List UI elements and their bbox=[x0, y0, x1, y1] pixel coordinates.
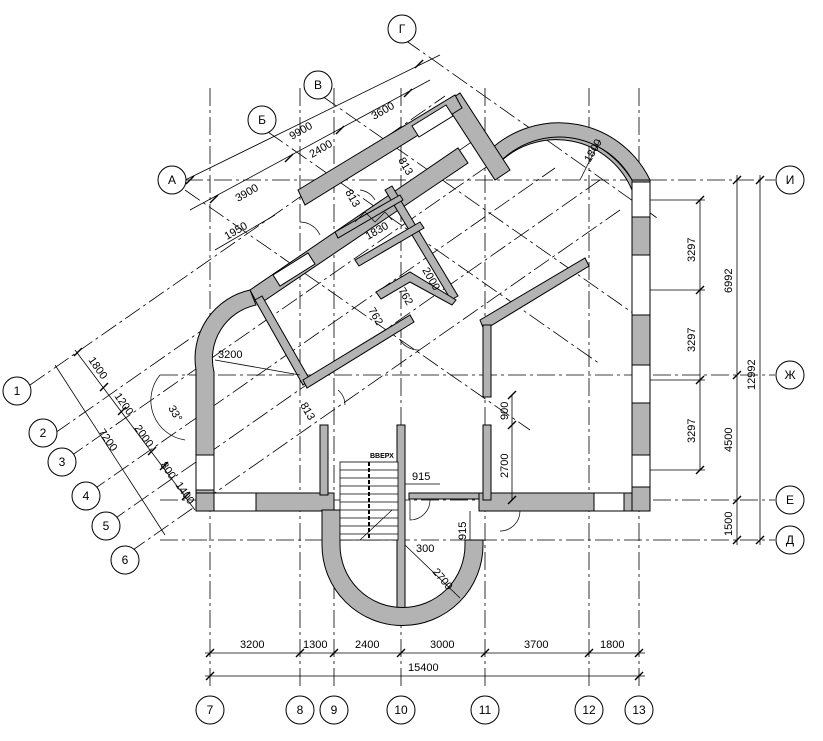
dim-1300: 1300 bbox=[303, 639, 327, 651]
dim-3000: 3000 bbox=[430, 639, 454, 651]
dim-2000-left: 2000 bbox=[132, 423, 156, 450]
svg-text:7: 7 bbox=[207, 703, 214, 717]
dim-3200-radius: 3200 bbox=[218, 349, 242, 361]
bubble-13: 13 bbox=[624, 695, 654, 725]
dim-3700: 3700 bbox=[524, 639, 548, 651]
dim-762-b: 762 bbox=[365, 306, 385, 328]
bubble-9: 9 bbox=[319, 695, 349, 725]
bubble-E: Е bbox=[775, 485, 805, 515]
bubble-12: 12 bbox=[574, 695, 604, 725]
dim-800-left: 800 bbox=[158, 460, 178, 482]
svg-text:В: В bbox=[314, 78, 322, 92]
dim-915-h: 915 bbox=[412, 471, 430, 483]
svg-text:5: 5 bbox=[103, 519, 110, 533]
bubble-2: 2 bbox=[28, 418, 58, 448]
bubble-11: 11 bbox=[470, 695, 500, 725]
stair-up-label: ВВЕРХ bbox=[370, 453, 394, 460]
dim-3200: 3200 bbox=[240, 639, 264, 651]
svg-text:И: И bbox=[786, 173, 795, 187]
windows bbox=[195, 104, 651, 512]
bubble-I: И bbox=[775, 165, 805, 195]
bubble-D: Д bbox=[775, 525, 805, 555]
bubble-6: 6 bbox=[110, 545, 140, 575]
dim-3297-a: 3297 bbox=[686, 238, 698, 262]
bubble-5: 5 bbox=[91, 511, 121, 541]
svg-text:12: 12 bbox=[582, 703, 596, 717]
dim-900: 900 bbox=[499, 402, 511, 420]
dim-4500: 4500 bbox=[723, 428, 735, 452]
svg-text:2: 2 bbox=[40, 426, 47, 440]
dim-9900: 9900 bbox=[288, 120, 315, 143]
left-diagonal-dimensions: 1800 1200 2000 800 1400 7200 bbox=[54, 347, 197, 536]
svg-text:Е: Е bbox=[786, 493, 794, 507]
right-dimensions: 3297 3297 3297 6992 4500 1500 12992 bbox=[650, 175, 765, 545]
svg-text:11: 11 bbox=[479, 703, 492, 717]
bubble-Zh: Ж bbox=[775, 360, 805, 390]
dim-1400-left: 1400 bbox=[173, 480, 197, 507]
dim-3297-b: 3297 bbox=[686, 328, 698, 352]
dim-3900: 3900 bbox=[234, 182, 261, 205]
dim-1500: 1500 bbox=[723, 512, 735, 536]
bubble-10: 10 bbox=[386, 695, 416, 725]
dim-300: 300 bbox=[416, 543, 434, 555]
dim-7200-left: 7200 bbox=[96, 427, 120, 454]
bubble-B: Б bbox=[247, 105, 277, 135]
dim-6992: 6992 bbox=[723, 269, 735, 293]
dim-762-a: 762 bbox=[395, 286, 415, 308]
horizontal-axes bbox=[160, 179, 775, 541]
svg-text:Д: Д bbox=[786, 533, 794, 547]
bubble-A: А bbox=[157, 165, 187, 195]
svg-text:Ж: Ж bbox=[784, 368, 795, 382]
svg-text:8: 8 bbox=[297, 703, 304, 717]
dim-2400-top: 2400 bbox=[308, 138, 335, 161]
svg-text:Б: Б bbox=[258, 113, 266, 127]
bubble-8: 8 bbox=[285, 695, 315, 725]
svg-text:1: 1 bbox=[14, 384, 21, 398]
dim-2400: 2400 bbox=[355, 639, 379, 651]
svg-text:6: 6 bbox=[122, 553, 129, 567]
dim-15400: 15400 bbox=[408, 662, 439, 674]
svg-text:9: 9 bbox=[331, 703, 338, 717]
svg-text:4: 4 bbox=[83, 489, 90, 503]
bubble-G: Г bbox=[387, 14, 417, 44]
svg-text:10: 10 bbox=[394, 703, 408, 717]
bubble-3: 3 bbox=[47, 447, 77, 477]
svg-text:13: 13 bbox=[632, 703, 646, 717]
bottom-dimensions: 3200 1300 2400 3000 3700 1800 15400 bbox=[205, 639, 645, 681]
dim-3297-c: 3297 bbox=[686, 419, 698, 443]
axis-bubbles: 7 8 9 10 11 12 13 И Ж Е Д А Б В Г 1 2 3 … bbox=[2, 14, 805, 725]
svg-text:А: А bbox=[168, 173, 176, 187]
dim-2700-vertical: 2700 bbox=[499, 454, 511, 478]
svg-text:3: 3 bbox=[59, 455, 66, 469]
dim-1200-left: 1200 bbox=[112, 391, 136, 418]
dim-3600: 3600 bbox=[370, 100, 397, 123]
bubble-7: 7 bbox=[195, 695, 225, 725]
bubble-4: 4 bbox=[71, 481, 101, 511]
dim-1800: 1800 bbox=[600, 639, 624, 651]
bubble-V: В bbox=[303, 70, 333, 100]
staircase: ВВЕРХ bbox=[339, 453, 399, 541]
bubble-1: 1 bbox=[2, 376, 32, 406]
dim-angle-33: 33° bbox=[165, 404, 184, 424]
dim-12992: 12992 bbox=[746, 359, 758, 390]
dim-915-v: 915 bbox=[457, 522, 469, 540]
dim-813-b: 813 bbox=[342, 188, 362, 210]
doors bbox=[299, 189, 521, 532]
svg-text:Г: Г bbox=[399, 22, 406, 36]
dim-1950: 1950 bbox=[223, 220, 250, 243]
